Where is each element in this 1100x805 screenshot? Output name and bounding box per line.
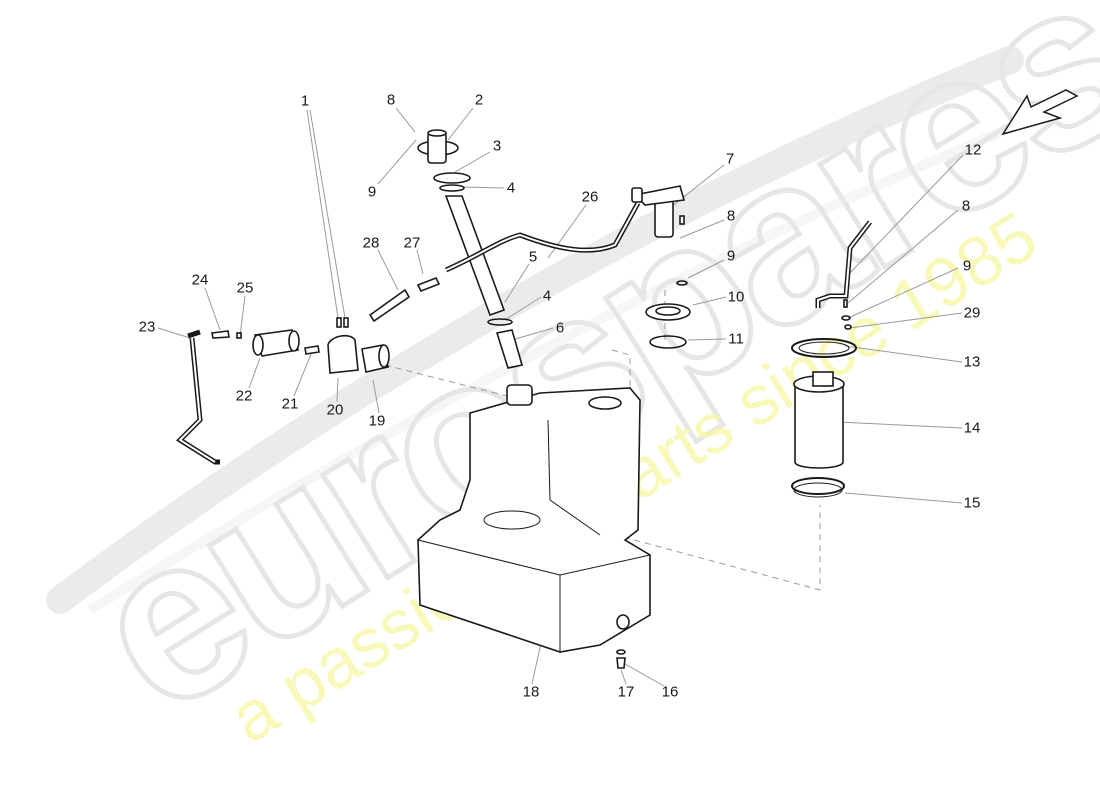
leader-lines [157, 107, 964, 687]
part-callout-4[interactable]: 4 [542, 287, 552, 305]
part-callout-22[interactable]: 22 [235, 387, 253, 405]
part-callout-3[interactable]: 3 [492, 137, 502, 155]
part-callout-17[interactable]: 17 [617, 683, 635, 701]
part-callout-9[interactable]: 9 [367, 183, 377, 201]
part-callout-28[interactable]: 28 [362, 234, 380, 252]
part-callout-16[interactable]: 16 [661, 683, 679, 701]
part-callout-15[interactable]: 15 [963, 494, 981, 512]
parts-artwork [176, 129, 872, 669]
part-callout-9[interactable]: 9 [962, 257, 972, 275]
part-callout-10[interactable]: 10 [727, 288, 745, 306]
part-valve [631, 185, 686, 238]
part-callout-4[interactable]: 4 [506, 179, 516, 197]
part-callout-12[interactable]: 12 [964, 141, 982, 159]
part-callout-13[interactable]: 13 [963, 353, 981, 371]
part-callout-14[interactable]: 14 [963, 419, 981, 437]
part-callout-18[interactable]: 18 [522, 683, 540, 701]
part-callout-24[interactable]: 24 [191, 271, 209, 289]
part-callout-1[interactable]: 1 [300, 92, 310, 110]
part-callout-26[interactable]: 26 [581, 188, 599, 206]
part-filler-cap [417, 129, 459, 164]
part-callout-8[interactable]: 8 [726, 207, 736, 225]
part-callout-5[interactable]: 5 [528, 248, 538, 266]
part-callout-25[interactable]: 25 [236, 279, 254, 297]
part-callout-27[interactable]: 27 [403, 234, 421, 252]
part-callout-9[interactable]: 9 [726, 247, 736, 265]
part-callout-29[interactable]: 29 [963, 304, 981, 322]
part-callout-6[interactable]: 6 [555, 319, 565, 337]
part-callout-19[interactable]: 19 [368, 412, 386, 430]
view-direction-arrow-icon [1001, 89, 1079, 136]
part-fuel-tank [417, 384, 651, 653]
part-callout-2[interactable]: 2 [474, 91, 484, 109]
part-callout-7[interactable]: 7 [725, 150, 735, 168]
part-callout-8[interactable]: 8 [386, 91, 396, 109]
part-callout-11[interactable]: 11 [728, 330, 744, 348]
part-callout-21[interactable]: 21 [281, 395, 299, 413]
part-fuel-filter [252, 329, 300, 357]
part-callout-20[interactable]: 20 [326, 401, 344, 419]
part-callout-23[interactable]: 23 [138, 318, 156, 336]
part-fuel-pump [793, 371, 845, 469]
part-callout-8[interactable]: 8 [961, 197, 971, 215]
